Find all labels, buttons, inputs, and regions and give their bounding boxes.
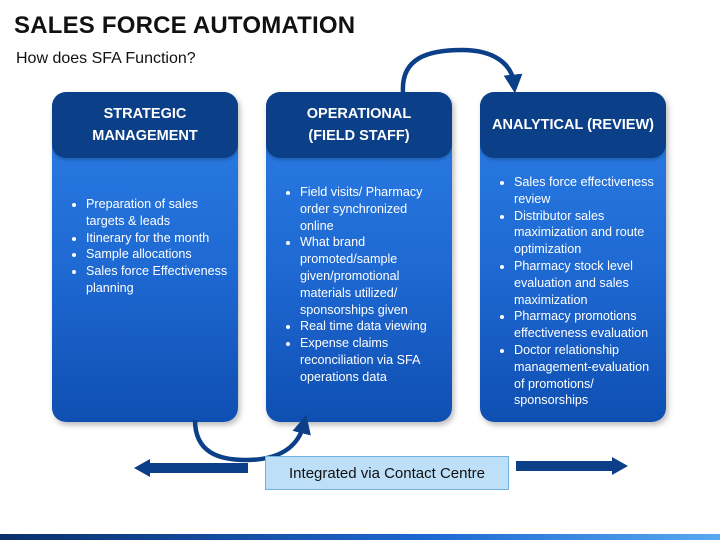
bullet-item: Itinerary for the month [86,230,230,247]
bullet-item: Preparation of sales targets & leads [86,196,230,230]
card-body: Sales force effectiveness review Distrib… [492,174,658,409]
card-body: Field visits/ Pharmacy order synchronize… [278,184,444,386]
card-header: STRATEGIC MANAGEMENT [52,92,238,158]
bullet-item: Expense claims reconciliation via SFA op… [300,335,444,385]
bullet-item: Doctor relationship management-evaluatio… [514,342,658,409]
bullet-item: Pharmacy promotions effectiveness evalua… [514,308,658,342]
curved-arrow-icon [192,414,311,463]
card-analytical: ANALYTICAL (REVIEW) Sales force effectiv… [480,92,666,422]
contact-centre-label: Integrated via Contact Centre [289,464,485,482]
bullet-item: Real time data viewing [300,318,444,335]
bullet-item: Sample allocations [86,246,230,263]
card-strategic-management: STRATEGIC MANAGEMENT Preparation of sale… [52,92,238,422]
page-title: SALES FORCE AUTOMATION [14,12,356,39]
bullet-item: Field visits/ Pharmacy order synchronize… [300,184,444,234]
bullet-item: Distributor sales maximization and route… [514,208,658,258]
bullet-item: Pharmacy stock level evaluation and sale… [514,258,658,308]
bullet-item: What brand promoted/sample given/promoti… [300,234,444,318]
card-header: OPERATIONAL (FIELD STAFF) [266,92,452,158]
bottom-accent-bar [0,534,720,540]
curved-arrow-icon [400,47,523,94]
arrow-right-icon [516,457,628,475]
card-body: Preparation of sales targets & leads Iti… [64,196,230,297]
card-header: ANALYTICAL (REVIEW) [480,92,666,158]
contact-centre-box: Integrated via Contact Centre [265,456,509,490]
page-subtitle: How does SFA Function? [16,50,196,67]
bullet-item: Sales force Effectiveness planning [86,263,230,297]
bullet-item: Sales force effectiveness review [514,174,658,208]
card-operational: OPERATIONAL (FIELD STAFF) Field visits/ … [266,92,452,422]
arrow-left-icon [134,459,248,477]
